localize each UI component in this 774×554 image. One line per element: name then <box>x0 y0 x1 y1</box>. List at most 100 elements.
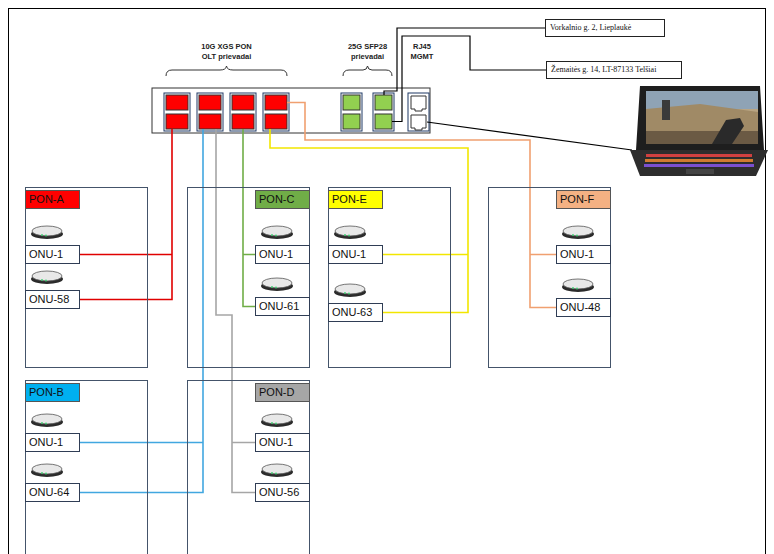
onu-top <box>262 226 292 236</box>
laptop-base <box>630 150 768 176</box>
node-text: PON-F <box>560 193 594 205</box>
node-text: PON-B <box>29 386 64 398</box>
rj45-port <box>411 96 426 111</box>
screen-gun <box>712 118 744 144</box>
node-text: ONU-1 <box>560 248 594 260</box>
onu-icon <box>31 414 63 427</box>
onu-top <box>262 464 292 474</box>
label-text: 25G SFP28 prievadai <box>348 42 387 61</box>
fiber-wire <box>243 129 255 307</box>
onu-led <box>41 279 43 281</box>
onu-led <box>45 473 47 475</box>
node-text: ONU-1 <box>259 436 293 448</box>
onu-led <box>348 235 350 237</box>
port-frame <box>373 93 394 131</box>
pon-header: PON-E <box>328 190 383 209</box>
onu-led <box>344 292 346 294</box>
onu-top <box>32 271 62 281</box>
keyboard-light <box>644 164 754 167</box>
onu-led <box>344 234 346 236</box>
pon-port <box>166 95 188 110</box>
onu-icon <box>562 279 594 292</box>
pon-header: PON-B <box>25 383 80 402</box>
port-frame <box>197 93 223 131</box>
fiber-wire <box>80 129 203 493</box>
onu-icon <box>334 226 366 239</box>
node-text: ONU-1 <box>29 248 63 260</box>
node-text: Žemaitės g. 14, LT-87133 Telšiai <box>551 65 656 74</box>
keyboard-light <box>645 159 753 162</box>
rj45-port <box>411 115 426 130</box>
fiber-wires <box>80 103 556 493</box>
pon-group: PON-B ONU-1ONU-64 <box>25 380 148 554</box>
onu-led <box>576 235 578 237</box>
onu-led <box>271 234 273 236</box>
pon-group: PON-C ONU-1ONU-61 <box>187 187 310 368</box>
onu-led <box>275 473 277 475</box>
pon-port <box>232 114 254 129</box>
onu-icon <box>261 464 293 477</box>
onu-top <box>335 226 365 236</box>
onu-led <box>271 286 273 288</box>
onu-icon <box>31 464 63 477</box>
onu-led <box>348 293 350 295</box>
onu-top <box>32 414 62 424</box>
label-text: RJ45 MGMT <box>411 42 434 61</box>
port-group-label: 25G SFP28 prievadai <box>345 42 391 62</box>
screen-floor <box>646 131 758 144</box>
address-box: Žemaitės g. 14, LT-87133 Telšiai <box>546 61 682 79</box>
node-text: ONU-1 <box>29 436 63 448</box>
group-bracket <box>166 66 287 76</box>
onu-led <box>271 422 273 424</box>
pon-port <box>232 95 254 110</box>
olt-device <box>152 88 430 133</box>
onu-box: ONU-1 <box>25 245 80 264</box>
port-frame <box>341 93 362 131</box>
fiber-wire <box>216 129 255 493</box>
laptop-illustration <box>630 86 768 176</box>
onu-box: ONU-1 <box>255 433 310 452</box>
node-text: ONU-64 <box>29 486 69 498</box>
fiber-wire <box>270 129 468 313</box>
node-text: PON-C <box>259 193 294 205</box>
pon-group: PON-AONU-1ONU-58 <box>25 187 148 368</box>
pon-port <box>265 95 287 110</box>
onu-icon <box>261 414 293 427</box>
onu-box: ONU-61 <box>255 297 310 316</box>
onu-box: ONU-1 <box>328 245 383 264</box>
node-text: ONU-1 <box>332 248 366 260</box>
onu-led <box>45 235 47 237</box>
mgmt-cable <box>427 122 632 150</box>
pon-header: PON-F <box>556 190 611 209</box>
onu-box: ONU-63 <box>328 303 383 322</box>
touchpad <box>686 169 714 174</box>
pon-header: PON-C <box>255 190 310 209</box>
onu-led <box>271 472 273 474</box>
onu-top <box>32 226 62 236</box>
node-text: ONU-48 <box>560 301 600 313</box>
onu-top <box>563 279 593 289</box>
laptop-screen <box>646 91 758 144</box>
onu-box: ONU-1 <box>25 433 80 452</box>
page-frame <box>9 9 766 554</box>
node-text: PON-A <box>29 193 64 205</box>
onu-icon <box>334 284 366 297</box>
pon-group: PON-E ONU-1ONU-63 <box>328 187 451 368</box>
pon-header: PON-A <box>25 190 80 209</box>
uplink-wire <box>392 36 546 122</box>
onu-led <box>41 422 43 424</box>
onu-icon <box>261 226 293 239</box>
pon-group: PON-F ONU-1ONU-48 <box>488 187 611 368</box>
onu-icon <box>261 278 293 291</box>
keyboard-light <box>646 154 752 157</box>
onu-box: ONU-48 <box>556 298 611 317</box>
pon-group: PON-DONU-1ONU-56 <box>187 380 310 554</box>
onu-icons <box>31 226 594 477</box>
onu-led <box>572 287 574 289</box>
onu-led <box>45 423 47 425</box>
node-text: ONU-61 <box>259 300 299 312</box>
node-text: ONU-1 <box>259 248 293 260</box>
onu-top <box>335 284 365 294</box>
pon-header: PON-D <box>255 383 310 402</box>
